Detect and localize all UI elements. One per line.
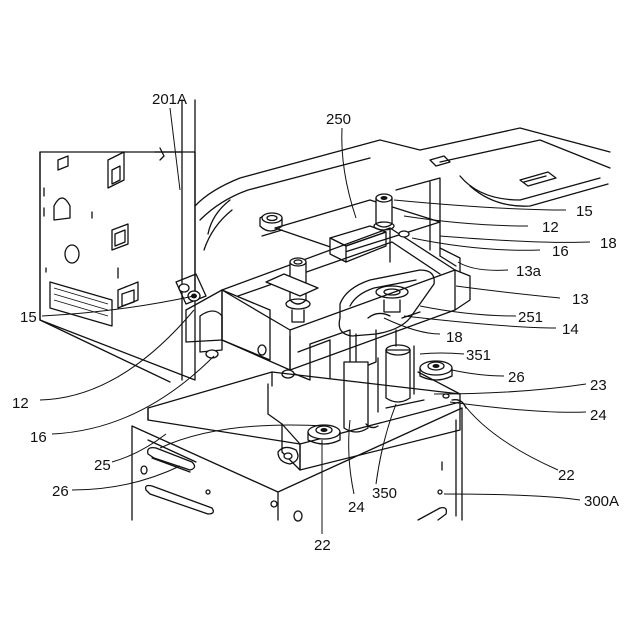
label-12-left: 12 [12,395,29,412]
label-23: 23 [590,377,607,394]
label-12-top: 12 [542,219,559,236]
pin-15-lower [176,274,206,304]
label-18-mid: 18 [446,329,463,346]
label-24-right: 24 [590,407,607,424]
lower-housing-300A [132,400,466,521]
label-300A: 300A [584,493,619,510]
label-16-top: 16 [552,243,569,260]
label-25: 25 [94,457,111,474]
label-13: 13 [572,291,589,308]
label-15-left: 15 [20,309,37,326]
label-201A: 201A [152,91,187,108]
label-26-left: 26 [52,483,69,500]
left-frame-201A [40,100,195,382]
label-16-left: 16 [30,429,47,446]
label-351: 351 [466,347,491,364]
label-26-right: 26 [508,369,525,386]
label-22-bottom: 22 [314,537,331,554]
label-350: 350 [372,485,397,502]
label-250: 250 [326,111,351,128]
central-block-250 [260,200,440,262]
main-bracket-13 [186,228,470,380]
label-22-right: 22 [558,467,575,484]
label-18-top: 18 [600,235,617,252]
reference-labels: 201A 250 15 12 18 16 13a 13 251 14 18 35… [12,91,619,554]
columns [344,345,414,432]
label-13a: 13a [516,263,542,280]
label-15-top: 15 [576,203,593,220]
pin-15-upper [374,178,456,266]
label-251: 251 [518,309,543,326]
label-24-bottom: 24 [348,499,365,516]
label-14: 14 [562,321,579,338]
